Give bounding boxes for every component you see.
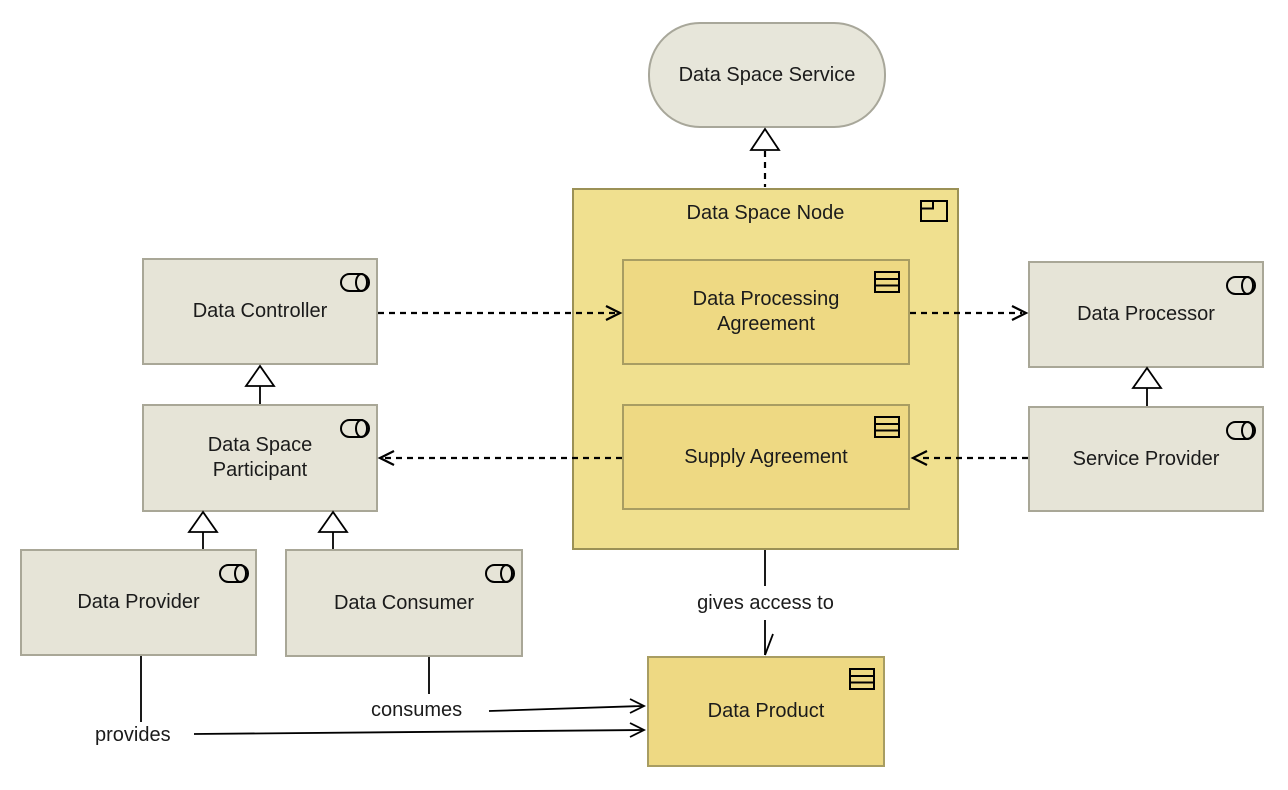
node-label: Data Processor [1077,303,1215,325]
node-data-space-service: Data Space Service [648,22,886,128]
edge-generalization-serviceprovider-processor [1131,366,1163,406]
node-label: Data Controller [192,300,328,322]
node-data-provider: Data Provider [20,549,257,656]
node-label: Data Consumer [333,591,475,614]
node-data-consumer: Data Consumer [285,549,523,657]
node-label: Supply Agreement [684,445,848,468]
node-label: Data Space Service [678,63,856,86]
node-label: Data Provider [77,591,200,613]
edge-label-gives-access-to: gives access to [697,592,834,614]
node-data-processing-agreement: Data Processing Agreement [622,259,910,365]
role-cylinder-icon [340,273,370,292]
edge-realization-node-service [749,127,781,187]
edge-label-provides: provides [95,724,171,746]
contract-icon [874,271,900,293]
node-label: Data Product [707,700,825,722]
edge-generalization-participant-controller [244,364,276,404]
node-data-controller: Data Controller [142,258,378,365]
node-data-processor: Data Processor [1028,261,1264,368]
contract-icon [849,668,875,690]
edge-provides-provider-product [140,656,647,738]
edge-generalization-consumer-participant [317,510,349,549]
role-cylinder-icon [340,419,370,438]
node-data-space-participant: Data Space Participant [142,404,378,512]
contract-icon [874,416,900,438]
node-supply-agreement: Supply Agreement [622,404,910,510]
node-service-provider: Service Provider [1028,406,1264,512]
node-label: Data Space Participant [207,434,313,481]
role-cylinder-icon [1226,276,1256,295]
edge-label-consumes: consumes [371,699,463,721]
node-label: Data Processing Agreement [692,288,840,335]
node-data-product: Data Product [647,656,885,767]
node-label: Service Provider [1072,447,1220,470]
package-icon [920,200,948,222]
role-cylinder-icon [219,564,249,583]
edge-generalization-provider-participant [187,510,219,549]
node-label: Data Space Node [686,202,845,224]
role-cylinder-icon [1226,421,1256,440]
role-cylinder-icon [485,564,515,583]
